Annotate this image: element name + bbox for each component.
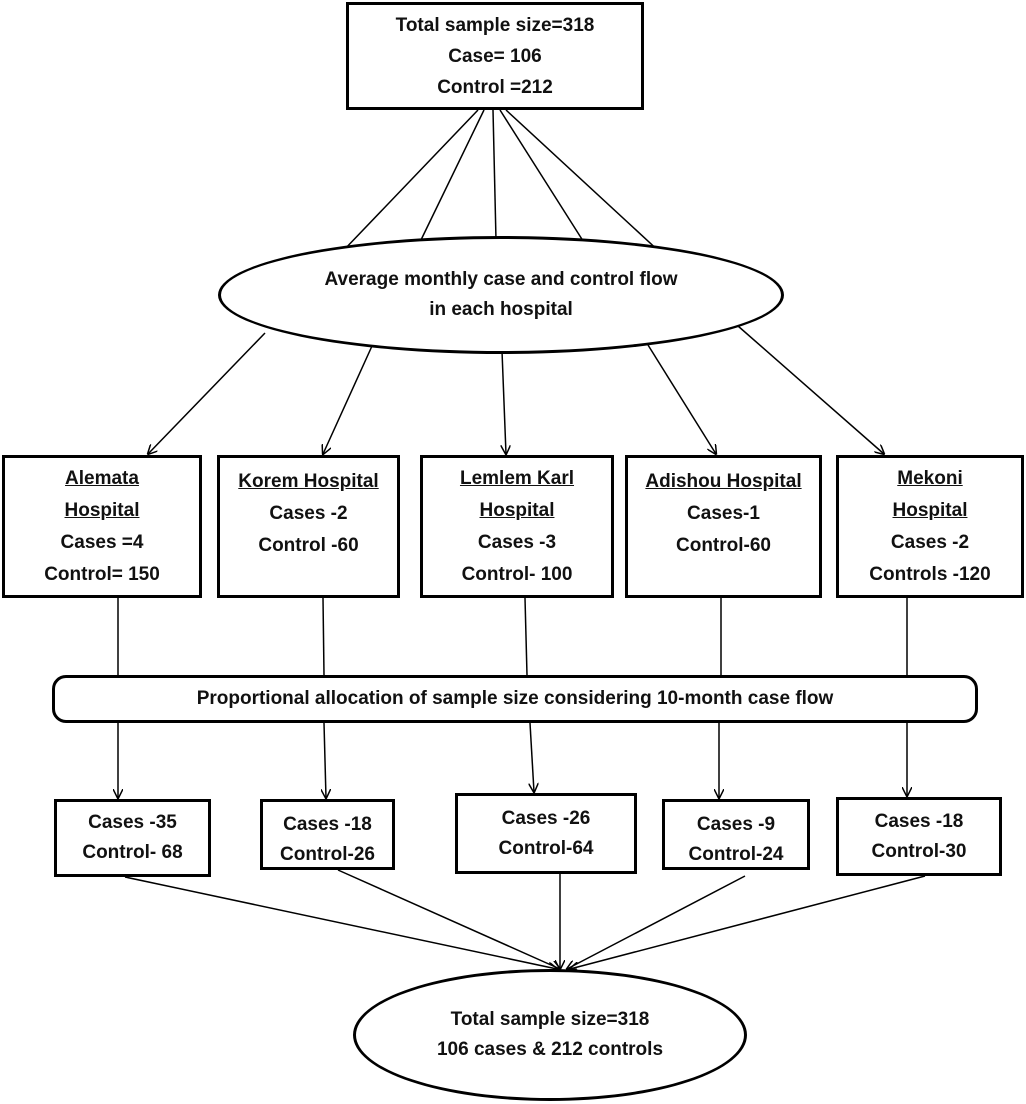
arrow-to-adishou xyxy=(647,344,716,454)
connector-korem-bar xyxy=(322,597,325,676)
hospital-name-line-1: Adishou Hospital xyxy=(645,471,802,492)
hospital-cases: Cases -3 xyxy=(477,531,557,553)
allocation-box-adishou: Cases -9 Control-24 xyxy=(662,799,810,870)
allocation-cases: Cases -18 xyxy=(874,810,964,832)
arrow-to-mekoni xyxy=(737,325,884,454)
allocation-cases: Cases -35 xyxy=(88,812,177,833)
arrow-to-alloc-2 xyxy=(324,722,326,798)
hospital-name-line-1: Alemata xyxy=(65,467,139,489)
allocation-controls: Control-26 xyxy=(280,844,375,865)
proportional-allocation-bar: Proportional allocation of sample size c… xyxy=(52,675,978,723)
connector-top-2 xyxy=(419,109,485,243)
arrow-to-alemata xyxy=(148,332,266,454)
hospital-cases: Cases-1 xyxy=(687,503,760,524)
arrow-alloc-5-total xyxy=(570,875,926,969)
hospital-box-korem: Korem Hospital Cases -2 Control -60 xyxy=(217,455,400,598)
total-controls-label: Control =212 xyxy=(437,76,553,98)
hospital-name-line-1: Lemlem Karl xyxy=(459,467,575,489)
connector-top-5 xyxy=(505,109,663,255)
hospital-name-line-2: Hospital xyxy=(892,499,968,521)
hospital-box-alemata: Alemata Hospital Cases =4 Control= 150 xyxy=(2,455,202,598)
monthly-flow-line-2: in each hospital xyxy=(429,299,573,320)
hospital-name-line-2: Hospital xyxy=(64,499,140,521)
hospital-name-line-1: Mekoni xyxy=(897,467,963,489)
connector-top-3 xyxy=(492,109,497,241)
connector-lemlem-bar xyxy=(524,597,528,676)
hospital-cases: Cases -2 xyxy=(269,503,348,524)
monthly-flow-ellipse: Average monthly case and control flow in… xyxy=(218,236,784,354)
allocation-box-mekoni: Cases -18 Control-30 xyxy=(836,797,1002,876)
monthly-flow-line-1: Average monthly case and control flow xyxy=(324,269,678,290)
arrow-to-alloc-3 xyxy=(530,722,534,792)
hospital-name-line-2: Hospital xyxy=(479,499,555,521)
arrow-alloc-2-total xyxy=(337,869,560,969)
hospital-controls: Control -60 xyxy=(258,535,359,556)
total-sample-size-label: Total sample size=318 xyxy=(450,1009,650,1030)
hospital-controls: Control= 150 xyxy=(44,563,160,585)
hospital-controls: Controls -120 xyxy=(869,563,991,585)
arrow-to-korem xyxy=(323,345,373,454)
allocation-cases: Cases -9 xyxy=(696,814,776,835)
arrow-to-lemlem xyxy=(502,350,506,454)
total-sample-ellipse: Total sample size=318 106 cases & 212 co… xyxy=(353,969,747,1101)
allocation-cases: Cases -26 xyxy=(501,807,591,829)
total-cases-controls-label: 106 cases & 212 controls xyxy=(436,1039,664,1060)
total-cases-label: Case= 106 xyxy=(448,45,542,67)
hospital-controls: Control-60 xyxy=(676,535,771,556)
arrow-alloc-4-total xyxy=(567,875,746,969)
connector-top-4 xyxy=(499,109,586,245)
allocation-cases: Cases -18 xyxy=(283,814,372,835)
allocation-controls: Control-24 xyxy=(688,844,784,865)
hospital-box-lemlem-karl: Lemlem Karl Hospital Cases -3 Control- 1… xyxy=(420,455,614,598)
proportional-allocation-label: Proportional allocation of sample size c… xyxy=(196,688,834,709)
arrow-alloc-1-total xyxy=(124,876,557,969)
total-sample-box: Total sample size=318 Case= 106 Control … xyxy=(346,2,644,110)
allocation-box-alemata: Cases -35 Control- 68 xyxy=(54,799,211,877)
hospital-cases: Cases =4 xyxy=(60,531,144,553)
hospital-name-line-1: Korem Hospital xyxy=(238,471,379,492)
connector-top-1 xyxy=(341,109,479,253)
hospital-controls: Control- 100 xyxy=(461,563,573,585)
hospital-box-mekoni: Mekoni Hospital Cases -2 Controls -120 xyxy=(836,455,1024,598)
allocation-box-korem: Cases -18 Control-26 xyxy=(260,799,395,870)
hospital-box-adishou: Adishou Hospital Cases-1 Control-60 xyxy=(625,455,822,598)
allocation-box-lemlem-karl: Cases -26 Control-64 xyxy=(455,793,637,874)
allocation-controls: Control- 68 xyxy=(82,842,183,863)
hospital-cases: Cases -2 xyxy=(890,531,970,553)
allocation-controls: Control-30 xyxy=(871,840,967,862)
total-sample-size-label: Total sample size=318 xyxy=(395,14,595,36)
allocation-controls: Control-64 xyxy=(498,837,594,859)
